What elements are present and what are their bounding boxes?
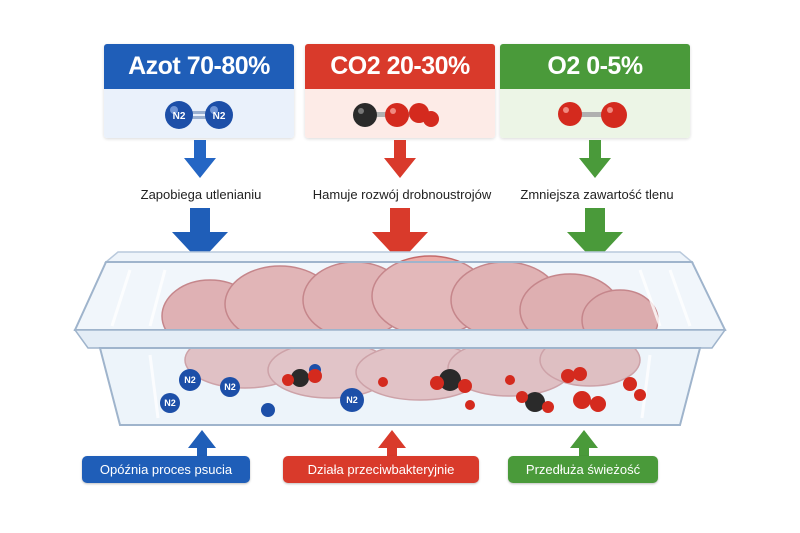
co2-effect: Hamuje rozwój drobnoustrojów [312,187,492,202]
nitrogen-benefit: Opóźnia proces psucia [82,456,250,483]
oxygen-effect: Zmniejsza zawartość tlenu [520,187,674,202]
co2-arrow-down-icon [372,208,428,262]
co2-card: CO2 20-30% [305,44,495,138]
tray-co2-molecules [282,369,554,413]
tray-n2-label: N2 [224,382,236,392]
oxygen-arrow-up-icon [570,430,598,456]
tray-o2-molecules [378,367,646,412]
nitrogen-effect: Zapobiega utlenianiu [140,187,262,202]
tray-n2-molecules: N2 N2 N2 N2 [160,364,364,417]
n2-label-left: N2 [173,111,186,122]
co2-benefit: Działa przeciwbakteryjnie [283,456,479,483]
nitrogen-molecule-icon: N2 N2 [165,101,233,129]
nitrogen-arrow-top-icon [184,140,216,178]
oxygen-arrow-down-icon [567,208,623,262]
co2-molecule-icon [353,103,439,127]
co2-title: CO2 20-30% [305,44,495,89]
co2-arrow-up-icon [378,430,406,456]
n2-label-right: N2 [213,111,226,122]
oxygen-card: O2 0-5% [500,44,690,138]
tray-n2-label: N2 [184,375,196,385]
oxygen-molecule-icon [558,102,627,128]
oxygen-benefit: Przedłuża świeżość [508,456,658,483]
oxygen-title: O2 0-5% [500,44,690,89]
oxygen-arrow-top-icon [579,140,611,178]
tray-n2-label: N2 [346,395,358,405]
nitrogen-card: Azot 70-80% N2 N2 [104,44,294,138]
nitrogen-arrow-up-icon [188,430,216,456]
co2-arrow-top-icon [384,140,416,178]
tray-n2-label: N2 [164,398,176,408]
nitrogen-title: Azot 70-80% [104,44,294,89]
nitrogen-arrow-down-icon [172,208,228,262]
